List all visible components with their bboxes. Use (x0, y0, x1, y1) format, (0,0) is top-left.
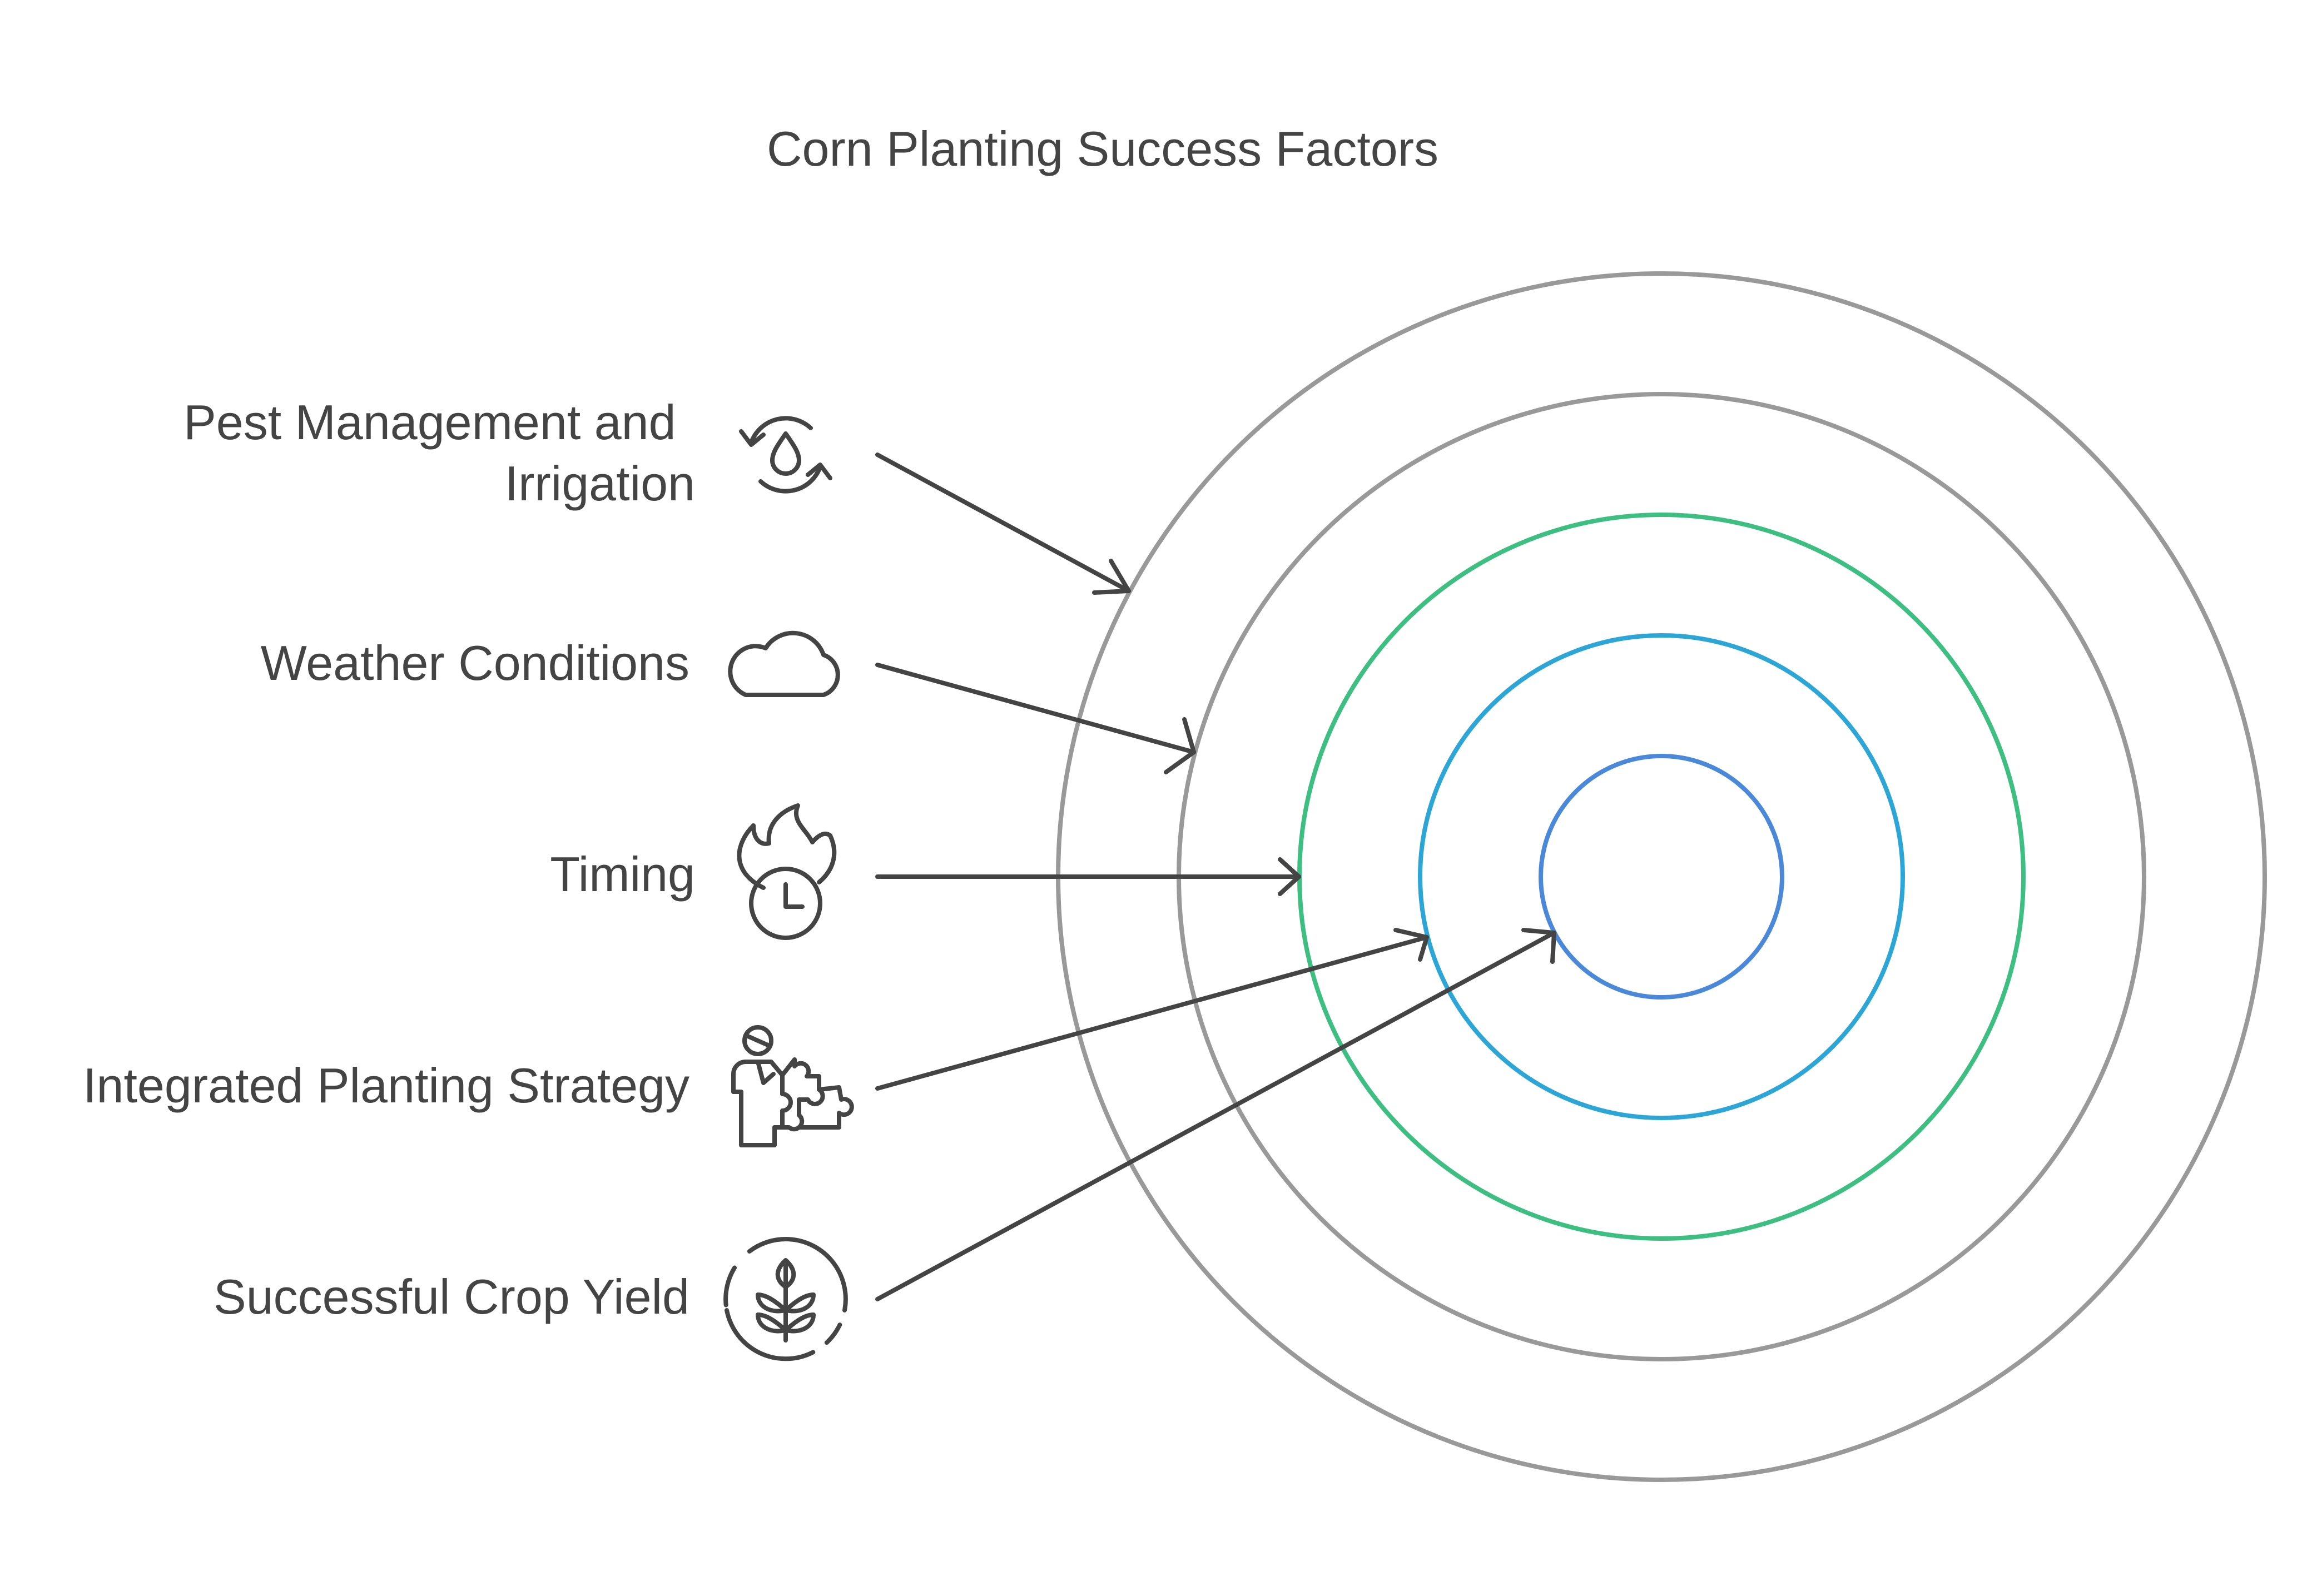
target-rings (1056, 271, 2267, 1482)
ring-second (1177, 392, 2146, 1361)
person-puzzle-icon (731, 1025, 854, 1147)
factor-label-weather: Weather Conditions (261, 635, 689, 690)
wheat-icon (723, 1237, 848, 1361)
arrow-weather (875, 663, 1196, 774)
ring-center (1539, 754, 1784, 1000)
factor-label-line: Pest Management and (183, 395, 676, 450)
arrow-timing (875, 857, 1301, 896)
diagram-title: Corn Planting Success Factors (767, 121, 1438, 176)
factor-label-pest-management: Pest Management and Irrigation (183, 395, 695, 511)
ring-fourth (1418, 633, 1905, 1120)
factor-label-line: Irrigation (505, 456, 695, 511)
factor-arrows (875, 453, 1556, 1301)
arrow-pest-management (875, 453, 1131, 595)
factor-label-timing: Timing (550, 847, 695, 902)
factor-label-crop-yield: Successful Crop Yield (214, 1269, 689, 1324)
water-cycle-icon (739, 416, 832, 494)
clock-fire-icon (737, 803, 837, 940)
arrow-integrated-strategy (875, 928, 1429, 1091)
factor-labels: Pest Management and Irrigation Weather C… (83, 395, 695, 1324)
cloud-icon (728, 630, 840, 697)
arrow-crop-yield (875, 928, 1556, 1301)
factor-label-integrated-strategy: Integrated Planting Strategy (83, 1058, 689, 1113)
ring-middle (1297, 513, 2026, 1241)
